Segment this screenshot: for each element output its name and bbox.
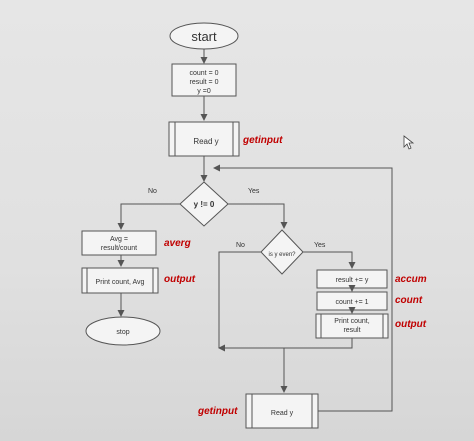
- avg-line-2: result/count: [101, 245, 137, 252]
- annotation-count: count: [395, 295, 423, 306]
- mouse-cursor-icon: [403, 135, 415, 150]
- read-y-io-top: Read y: [168, 121, 240, 157]
- print-count-result: Print count, result: [315, 313, 389, 339]
- edge-print-merge: [218, 338, 353, 352]
- read-y-io-bottom: Read y: [245, 393, 319, 429]
- annotation-getinput-bottom: getinput: [197, 406, 238, 417]
- init-process: count = 0 result = 0 y =0: [171, 63, 237, 97]
- decision-is-y-even-label: is y even?: [268, 252, 296, 258]
- read-y-label-top: Read y: [193, 137, 218, 146]
- decision-y-not-zero-label: y != 0: [194, 200, 215, 209]
- annotation-accum: accum: [395, 274, 427, 285]
- label-no-1: No: [148, 188, 157, 195]
- edge-loop-back: [213, 164, 393, 412]
- count-label: count += 1: [335, 299, 368, 306]
- accum-label: result += y: [336, 277, 369, 284]
- label-no-2: No: [236, 242, 245, 249]
- start-label: start: [191, 29, 217, 44]
- count-process: count += 1: [316, 291, 388, 311]
- decision-y-not-zero: y != 0: [179, 181, 229, 227]
- label-yes-1: Yes: [248, 188, 260, 195]
- annotation-output-left: output: [164, 274, 196, 285]
- init-line-1: count = 0: [190, 70, 219, 77]
- print-count-avg: Print count, Avg: [81, 267, 159, 294]
- accum-process: result += y: [316, 269, 388, 289]
- print-count-result-line-1: Print count,: [334, 318, 369, 325]
- read-y-label-bottom: Read y: [271, 410, 294, 417]
- avg-line-1: Avg =: [110, 236, 128, 243]
- stop-label: stop: [116, 329, 129, 336]
- print-count-avg-label: Print count, Avg: [96, 279, 145, 286]
- annotation-averg: averg: [164, 238, 191, 249]
- init-line-2: result = 0: [190, 79, 219, 86]
- print-count-result-line-2: result: [343, 327, 360, 334]
- edge-yes-cond2: [228, 203, 288, 229]
- label-yes-2: Yes: [314, 242, 326, 249]
- edge-yes-accum: [303, 251, 356, 269]
- avg-process: Avg = result/count: [81, 230, 157, 256]
- decision-is-y-even: is y even?: [260, 229, 304, 275]
- stop-terminal: stop: [85, 316, 161, 346]
- edge-no-avg: [117, 203, 180, 230]
- annotation-getinput-top: getinput: [242, 135, 283, 146]
- annotation-output-right: output: [395, 319, 427, 330]
- start-terminal: start: [169, 22, 239, 50]
- edge-no-merge: [218, 251, 261, 348]
- init-line-3: y =0: [197, 88, 211, 95]
